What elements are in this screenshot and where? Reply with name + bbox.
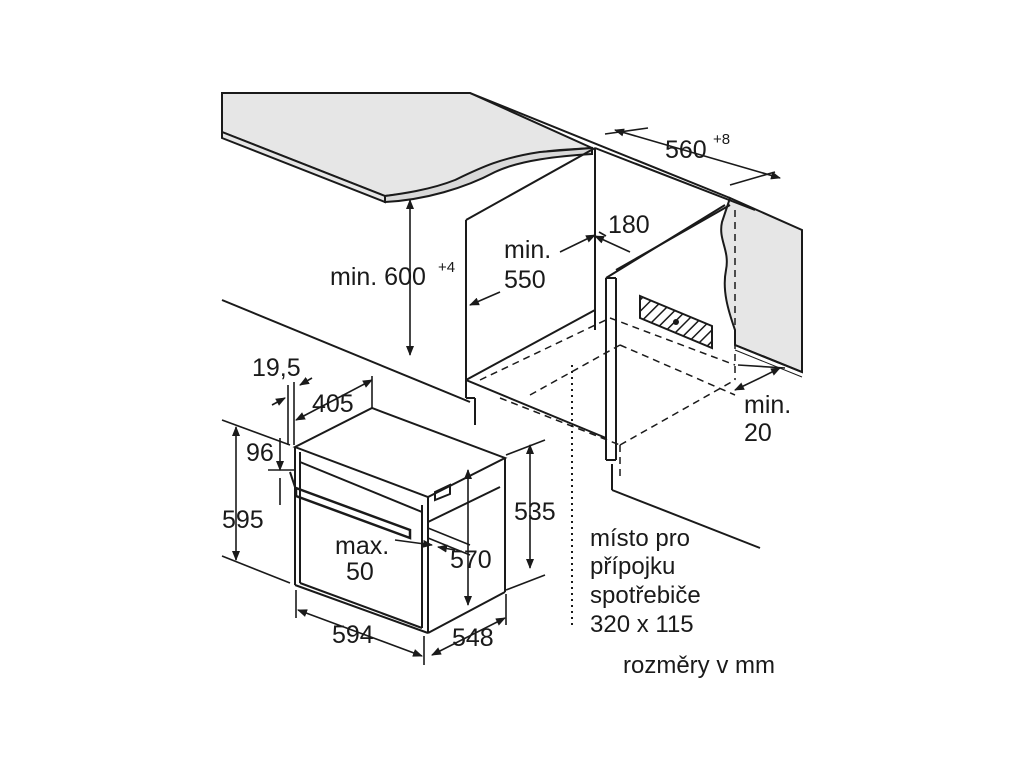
label-handle-2: 50 bbox=[346, 558, 374, 586]
dimension-lines bbox=[221, 127, 786, 665]
label-body-height: 570 bbox=[450, 546, 492, 574]
label-rear-gap: 180 bbox=[608, 211, 650, 239]
label-bottom-gap-2: 20 bbox=[744, 419, 772, 447]
label-bottom-gap-1: min. bbox=[744, 391, 791, 419]
oven bbox=[289, 406, 508, 634]
connection-note: místo pro přípojku spotřebiče 320 x 115 bbox=[590, 525, 701, 638]
label-min-depth-1: min. bbox=[504, 236, 551, 264]
note-line-3: spotřebiče bbox=[590, 582, 701, 609]
label-min-depth-2: 550 bbox=[504, 266, 546, 294]
label-door-offset: 405 bbox=[312, 390, 354, 418]
label-front-width: 594 bbox=[332, 621, 374, 649]
label-body-depth-height: 535 bbox=[514, 498, 556, 526]
floor-lines bbox=[221, 299, 761, 549]
label-niche-height-tol: +4 bbox=[438, 259, 455, 276]
label-niche-width: 560 bbox=[665, 136, 707, 164]
label-niche-width-tol: +8 bbox=[713, 131, 730, 148]
note-line-1: místo pro bbox=[590, 525, 690, 552]
label-front-height: 595 bbox=[222, 506, 264, 534]
label-body-depth: 548 bbox=[452, 624, 494, 652]
connection-box bbox=[639, 294, 713, 350]
label-top-trim: 96 bbox=[246, 439, 274, 467]
units-note: rozměry v mm bbox=[623, 652, 775, 679]
label-front-frame: 19,5 bbox=[252, 354, 301, 382]
label-handle-1: max. bbox=[335, 532, 389, 560]
hidden-lines bbox=[479, 210, 736, 480]
worktop-left bbox=[221, 92, 593, 204]
worktop-right bbox=[720, 196, 803, 378]
note-line-2: přípojku bbox=[590, 553, 675, 580]
dimension-labels: 560 +8 min. 600 +4 min. 550 180 min. 20 … bbox=[222, 131, 791, 652]
note-line-4: 320 x 115 bbox=[590, 611, 694, 638]
label-niche-height: min. 600 bbox=[330, 263, 426, 291]
cabinet-niche bbox=[465, 92, 756, 490]
